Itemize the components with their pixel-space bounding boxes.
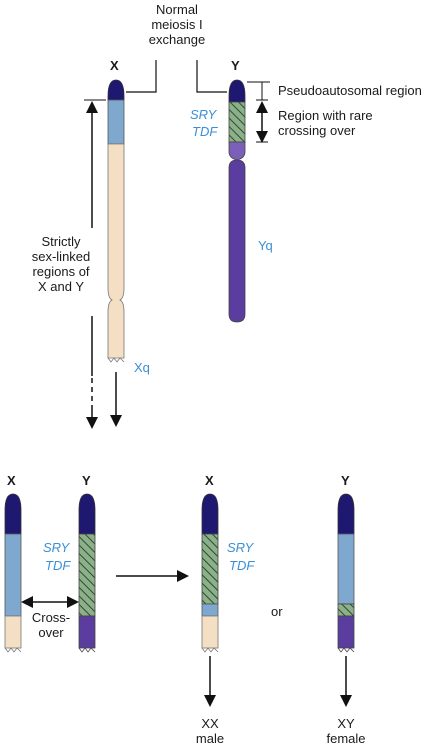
x-chromosome-top [107, 79, 125, 363]
xy-female-label: XY female [326, 716, 366, 746]
y-label-bottom-result: Y [341, 473, 350, 488]
sry-label-top: SRY [190, 107, 217, 122]
exchange-label: Normal meiosis I exchange [148, 2, 206, 47]
y-label-top: Y [231, 58, 240, 73]
crossover-label: Cross- over [31, 610, 71, 640]
pseudoautosomal-label: Pseudoautosomal region [278, 83, 422, 98]
tdf-label-bottom-left: TDF [45, 558, 71, 573]
or-label: or [271, 604, 283, 619]
x-label-bottom-left: X [7, 473, 16, 488]
x-chromosome-bottom-left [4, 493, 22, 653]
y-chromosome-result [337, 493, 355, 653]
sry-label-bottom-result: SRY [227, 540, 254, 555]
y-chromosome-bottom-left [78, 493, 96, 653]
x-top-blue-region [107, 99, 125, 145]
y-chromosome-top [228, 79, 246, 323]
x-top-break [107, 357, 125, 363]
y-top-long-arm [228, 159, 246, 323]
x-label-bottom-result: X [205, 473, 214, 488]
x-top-short-arm [107, 143, 125, 359]
rare-crossing-label: Region with rare crossing over [278, 108, 373, 138]
x-chromosome-result [201, 493, 219, 653]
exchange-line-y [196, 60, 227, 93]
exchange-line-x [126, 60, 157, 93]
yq-label: Yq [258, 238, 273, 253]
x-top-telomere [107, 79, 125, 101]
strictly-sex-linked-label: Strictly sex-linked regions of X and Y [26, 234, 96, 294]
y-label-bottom-left: Y [82, 473, 91, 488]
x-label-top: X [110, 58, 119, 73]
sry-label-bottom-left: SRY [43, 540, 70, 555]
xq-label: Xq [134, 360, 150, 375]
tdf-label-bottom-result: TDF [229, 558, 255, 573]
tdf-label-top: TDF [192, 124, 218, 139]
y-top-telomere [228, 79, 246, 103]
y-top-short-arm [228, 141, 246, 161]
y-top-sry-hatch [228, 101, 246, 143]
xx-male-label: XX male [195, 716, 225, 746]
